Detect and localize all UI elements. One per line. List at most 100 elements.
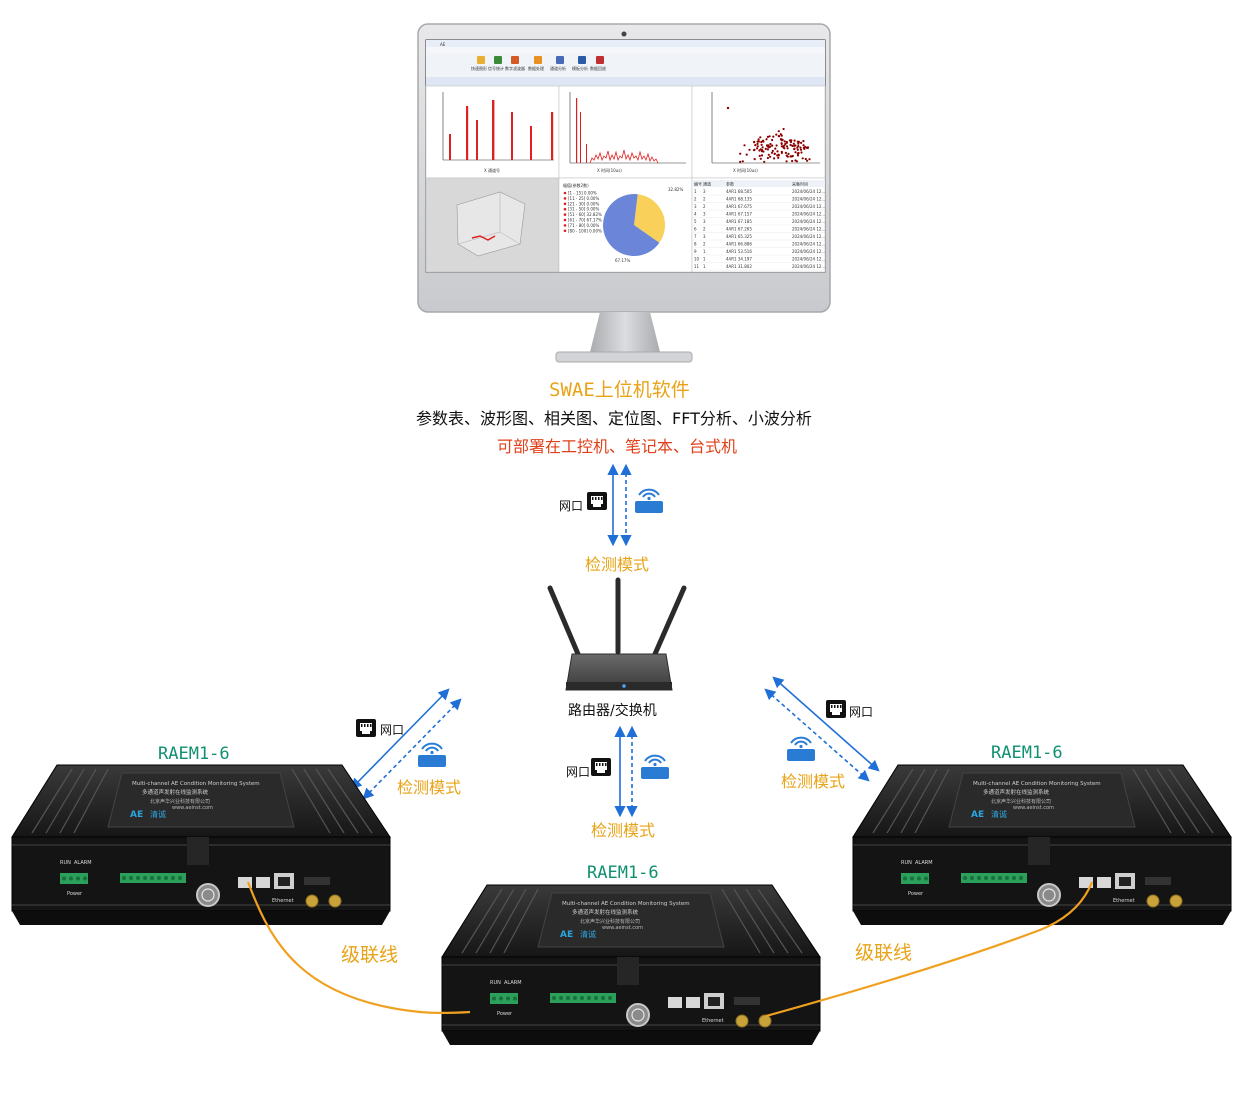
ui-toolbar-label[interactable]: 数字滤波器 [505, 65, 525, 71]
device-usb-port[interactable] [1097, 877, 1111, 888]
device-run-label: RUN [490, 980, 501, 986]
ui-table-cell: 4AR1 68.135 [726, 197, 752, 202]
ui-panel3-xlabel: X 时间(10us) [733, 167, 758, 173]
device-usb-port[interactable] [1079, 877, 1093, 888]
ui-scatter-point [796, 154, 800, 157]
device-power-button[interactable] [626, 1003, 650, 1027]
ui-pie-legend-dot [563, 218, 567, 222]
device-sma-connector[interactable] [758, 1014, 772, 1028]
ui-scatter-point [756, 142, 759, 145]
ui-toolbar-label[interactable]: 数据回放 [590, 65, 606, 71]
device-sma-connector[interactable] [735, 1014, 749, 1028]
ui-table-cell: 2024/06/24 12... [792, 257, 825, 262]
ui-table-cell: 9 [694, 249, 697, 254]
ui-pie-legend-dot [563, 224, 567, 227]
ui-table-cell: 4AR1 65.325 [726, 234, 752, 239]
ui-table-cell: 3 [703, 212, 706, 217]
ui-pie-legend-item: [21 - 30] 0.00% [568, 201, 599, 206]
ui-table-cell: 1 [703, 264, 706, 269]
ui-toolbar-icon[interactable] [578, 56, 586, 64]
device-brand-logo: AE [971, 810, 984, 820]
device-usb-port[interactable] [668, 997, 682, 1008]
device-usb-port[interactable] [256, 877, 270, 888]
ui-table-cell: 2 [703, 197, 706, 202]
ui-scatter-point [760, 154, 764, 157]
device-power-label: Power [497, 1011, 513, 1017]
ui-title: AE [440, 42, 446, 47]
ui-scatter-point [789, 143, 792, 146]
ui-scatter-point [776, 154, 779, 157]
ui-scatter-point [790, 139, 793, 142]
ui-scatter-point [783, 144, 786, 147]
ui-scatter-point [808, 158, 811, 161]
ui-table-cell: 4AR1 67.185 [726, 219, 752, 224]
ui-toolbar-label[interactable]: 信号统计 [488, 65, 504, 71]
device-power-button[interactable] [1037, 883, 1061, 907]
ui-toolbar-icon[interactable] [494, 56, 502, 64]
ui-scatter-point [748, 148, 751, 151]
ui-toolbar-icon[interactable] [534, 56, 542, 64]
ui-scatter-point [774, 147, 777, 150]
ui-table-cell: 2024/06/24 12... [792, 264, 825, 269]
ui-table-cell: 2024/06/24 12... [792, 204, 825, 209]
ui-toolbar-label[interactable]: 通道分析 [550, 65, 566, 71]
device-sma-connector[interactable] [305, 894, 319, 908]
ui-scatter-point [745, 153, 748, 156]
ui-toolbar-icon[interactable] [556, 56, 564, 64]
device-website: www.aeinst.com [602, 925, 643, 931]
ui-table-cell: 2024/06/24 12... [792, 197, 825, 202]
ui-scatter-point [763, 160, 766, 163]
device-sma-connector[interactable] [328, 894, 342, 908]
device-usb-port[interactable] [686, 997, 700, 1008]
device-top-line2: 多通道声发射在线监测系统 [983, 788, 1050, 796]
ui-pie-panel: 幅值(参数2数) [1 - 15] 0.00%[11 - 25] 0.00%[2… [563, 182, 683, 263]
ethernet-icon [591, 758, 611, 776]
ui-scatter-point [800, 141, 803, 144]
ui-toolbar-label[interactable]: 数据处理 [528, 65, 544, 71]
ui-scatter-point [739, 160, 742, 163]
device-power-button[interactable] [196, 883, 220, 907]
ui-scatter-point [766, 135, 770, 138]
ui-table-cell: 11 [694, 264, 700, 269]
ui-scatter-point [773, 157, 776, 160]
ui-table-cell: 2 [703, 204, 706, 209]
ui-scatter-point [799, 146, 802, 149]
ui-scatter-point [773, 152, 776, 155]
ui-toolbar-label[interactable]: 快速图形 [471, 65, 487, 71]
ui-scatter-point [791, 144, 794, 147]
device-front-panel: Multi-channel AE Condition Monitoring Sy… [60, 781, 342, 908]
device-run-label: RUN [901, 860, 912, 866]
ui-scatter-point [754, 144, 757, 147]
device-brand: 清诚 [150, 809, 166, 819]
ui-scatter-point [766, 148, 770, 151]
device-sma-connector[interactable] [1146, 894, 1160, 908]
ui-toolbar-icon[interactable] [511, 56, 519, 64]
ui-scatter-point [776, 150, 779, 153]
ui-scatter-point [793, 139, 796, 142]
ui-scatter-point [775, 144, 778, 147]
ui-scatter-point [726, 106, 730, 110]
ui-scatter-point [762, 139, 765, 142]
device-sma-connector[interactable] [1169, 894, 1183, 908]
ui-scatter-point [797, 142, 800, 145]
ui-pie-legend-item: [11 - 25] 0.00% [568, 196, 599, 201]
ui-scatter-point [791, 159, 794, 163]
ui-table-cell: 2024/06/24 12... [792, 189, 825, 194]
ui-pie-legend-dot [563, 207, 567, 211]
ui-table-cell: 2024/06/24 12... [792, 227, 825, 232]
ui-table-header: 编号 [694, 181, 702, 187]
ui-toolbar-icon[interactable] [477, 56, 485, 64]
ui-scatter-point [766, 156, 770, 160]
ui-scatter-point [780, 142, 783, 145]
ui-toolbar-label[interactable]: 模板分析 [572, 65, 588, 71]
ui-scatter-point [767, 144, 770, 147]
ui-toolbar-icon[interactable] [596, 56, 604, 64]
device-right-label: RAEM1-6 [991, 743, 1063, 763]
device-usb-port[interactable] [238, 877, 252, 888]
ui-scatter-point [760, 150, 764, 153]
ui-table-cell: 1 [703, 249, 706, 254]
mode-label-center: 检测模式 [591, 821, 656, 840]
ui-table-cell: 2024/06/24 12... [792, 242, 825, 247]
wangkou-label-center: 网口 [566, 765, 591, 779]
device-terminal-block [60, 873, 88, 884]
